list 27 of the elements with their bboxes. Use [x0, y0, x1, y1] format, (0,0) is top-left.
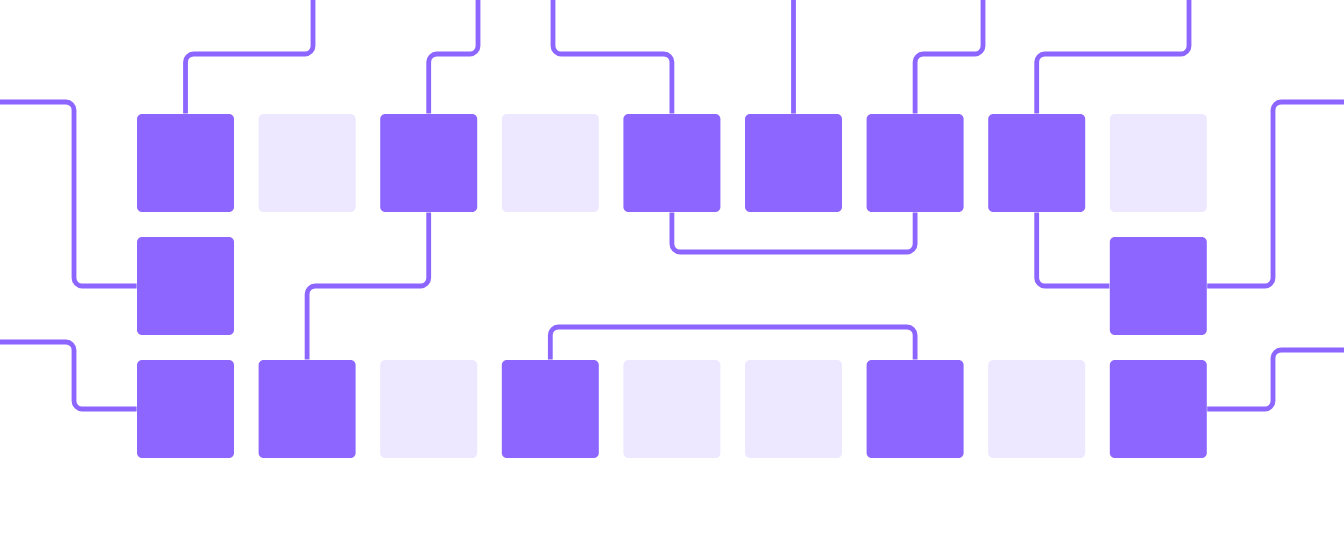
square-block	[866, 114, 964, 212]
connector-line	[1207, 99, 1344, 289]
square-block	[258, 360, 356, 458]
connector-line	[183, 0, 316, 114]
square-block	[623, 114, 721, 212]
square-block	[745, 114, 842, 212]
square-block	[501, 360, 599, 458]
connector-line	[791, 0, 796, 114]
connector-line	[0, 339, 137, 412]
square-block	[988, 114, 1086, 212]
connector-line	[1034, 0, 1192, 114]
square-block	[137, 114, 234, 212]
square-block	[866, 360, 964, 458]
connector-line	[426, 0, 481, 114]
connector-line	[1207, 347, 1344, 412]
connector-line	[547, 324, 918, 360]
square-block	[380, 114, 478, 212]
connector-line	[912, 0, 986, 114]
connector-line	[669, 212, 918, 255]
square-block	[1109, 360, 1207, 458]
square-block	[1109, 237, 1207, 335]
square-block	[137, 237, 234, 335]
connector-line	[304, 212, 432, 360]
square-block	[137, 360, 234, 458]
connector-line	[550, 0, 675, 114]
connector-line	[0, 99, 137, 289]
connector-line	[1034, 212, 1110, 289]
